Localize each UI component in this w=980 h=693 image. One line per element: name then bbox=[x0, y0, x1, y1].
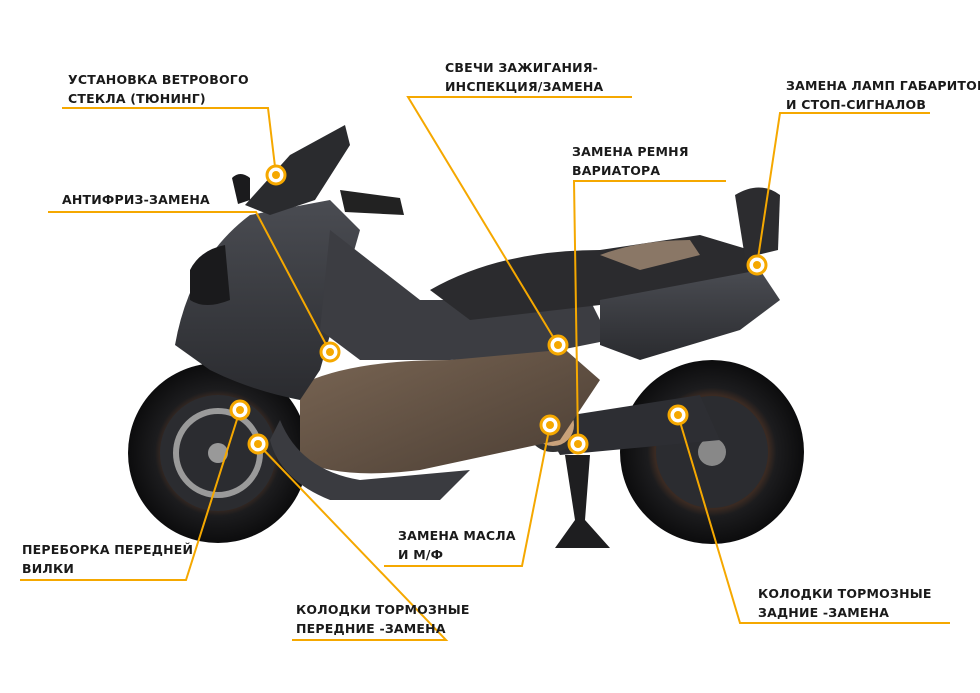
rear-wheel bbox=[620, 360, 804, 544]
marker-rear-brakes bbox=[667, 404, 689, 426]
label-variator-belt: ЗАМЕНА РЕМНЯ ВАРИАТОРА bbox=[572, 144, 689, 178]
callout-markers bbox=[229, 164, 768, 455]
marker-spark-plugs bbox=[547, 334, 569, 356]
seat-trim bbox=[600, 240, 700, 270]
lower-fairing bbox=[270, 420, 470, 500]
label-lamps: ЗАМЕНА ЛАМП ГАБАРИТОВ И СТОП-СИГНАЛОВ bbox=[786, 78, 980, 112]
label-windshield: УСТАНОВКА ВЕТРОВОГО СТЕКЛА (ТЮНИНГ) bbox=[68, 72, 249, 106]
callout-line-oil bbox=[384, 424, 551, 567]
marker-oil bbox=[539, 414, 561, 436]
label-front-fork: ПЕРЕБОРКА ПЕРЕДНЕЙ ВИЛКИ bbox=[22, 542, 194, 576]
callout-line-front-brakes bbox=[257, 443, 449, 641]
front-wheel bbox=[128, 363, 308, 543]
handlebar bbox=[340, 190, 404, 215]
label-antifreeze: АНТИФРИЗ-ЗАМЕНА bbox=[62, 192, 210, 207]
marker-lamps bbox=[746, 254, 768, 276]
marker-windshield bbox=[265, 164, 287, 186]
label-oil: ЗАМЕНА МАСЛА И М/Ф bbox=[398, 528, 516, 562]
callout-line-windshield bbox=[62, 107, 277, 176]
marker-variator-belt bbox=[567, 433, 589, 455]
label-spark-plugs: СВЕЧИ ЗАЖИГАНИЯ- ИНСПЕКЦИЯ/ЗАМЕНА bbox=[445, 60, 604, 94]
windshield bbox=[245, 125, 350, 215]
label-front-brakes: КОЛОДКИ ТОРМОЗНЫЕ ПЕРЕДНИЕ -ЗАМЕНА bbox=[296, 602, 470, 636]
callout-lines bbox=[20, 96, 950, 641]
callout-line-antifreeze bbox=[48, 211, 331, 353]
callout-line-front-fork bbox=[20, 409, 241, 581]
marker-front-brakes bbox=[247, 433, 269, 455]
rear-body bbox=[600, 270, 780, 360]
callout-line-variator-belt bbox=[572, 180, 726, 441]
label-rear-brakes: КОЛОДКИ ТОРМОЗНЫЕ ЗАДНИЕ -ЗАМЕНА bbox=[758, 586, 932, 620]
marker-front-fork bbox=[229, 399, 251, 421]
callout-line-lamps bbox=[756, 112, 930, 266]
callout-line-spark-plugs bbox=[406, 96, 632, 346]
callout-line-rear-brakes bbox=[677, 414, 950, 624]
center-body bbox=[320, 230, 610, 360]
headlight bbox=[190, 245, 230, 305]
mirror bbox=[232, 174, 250, 204]
backrest bbox=[735, 187, 780, 258]
marker-antifreeze bbox=[319, 341, 341, 363]
floorboard bbox=[300, 345, 600, 474]
center-stand bbox=[555, 455, 610, 548]
